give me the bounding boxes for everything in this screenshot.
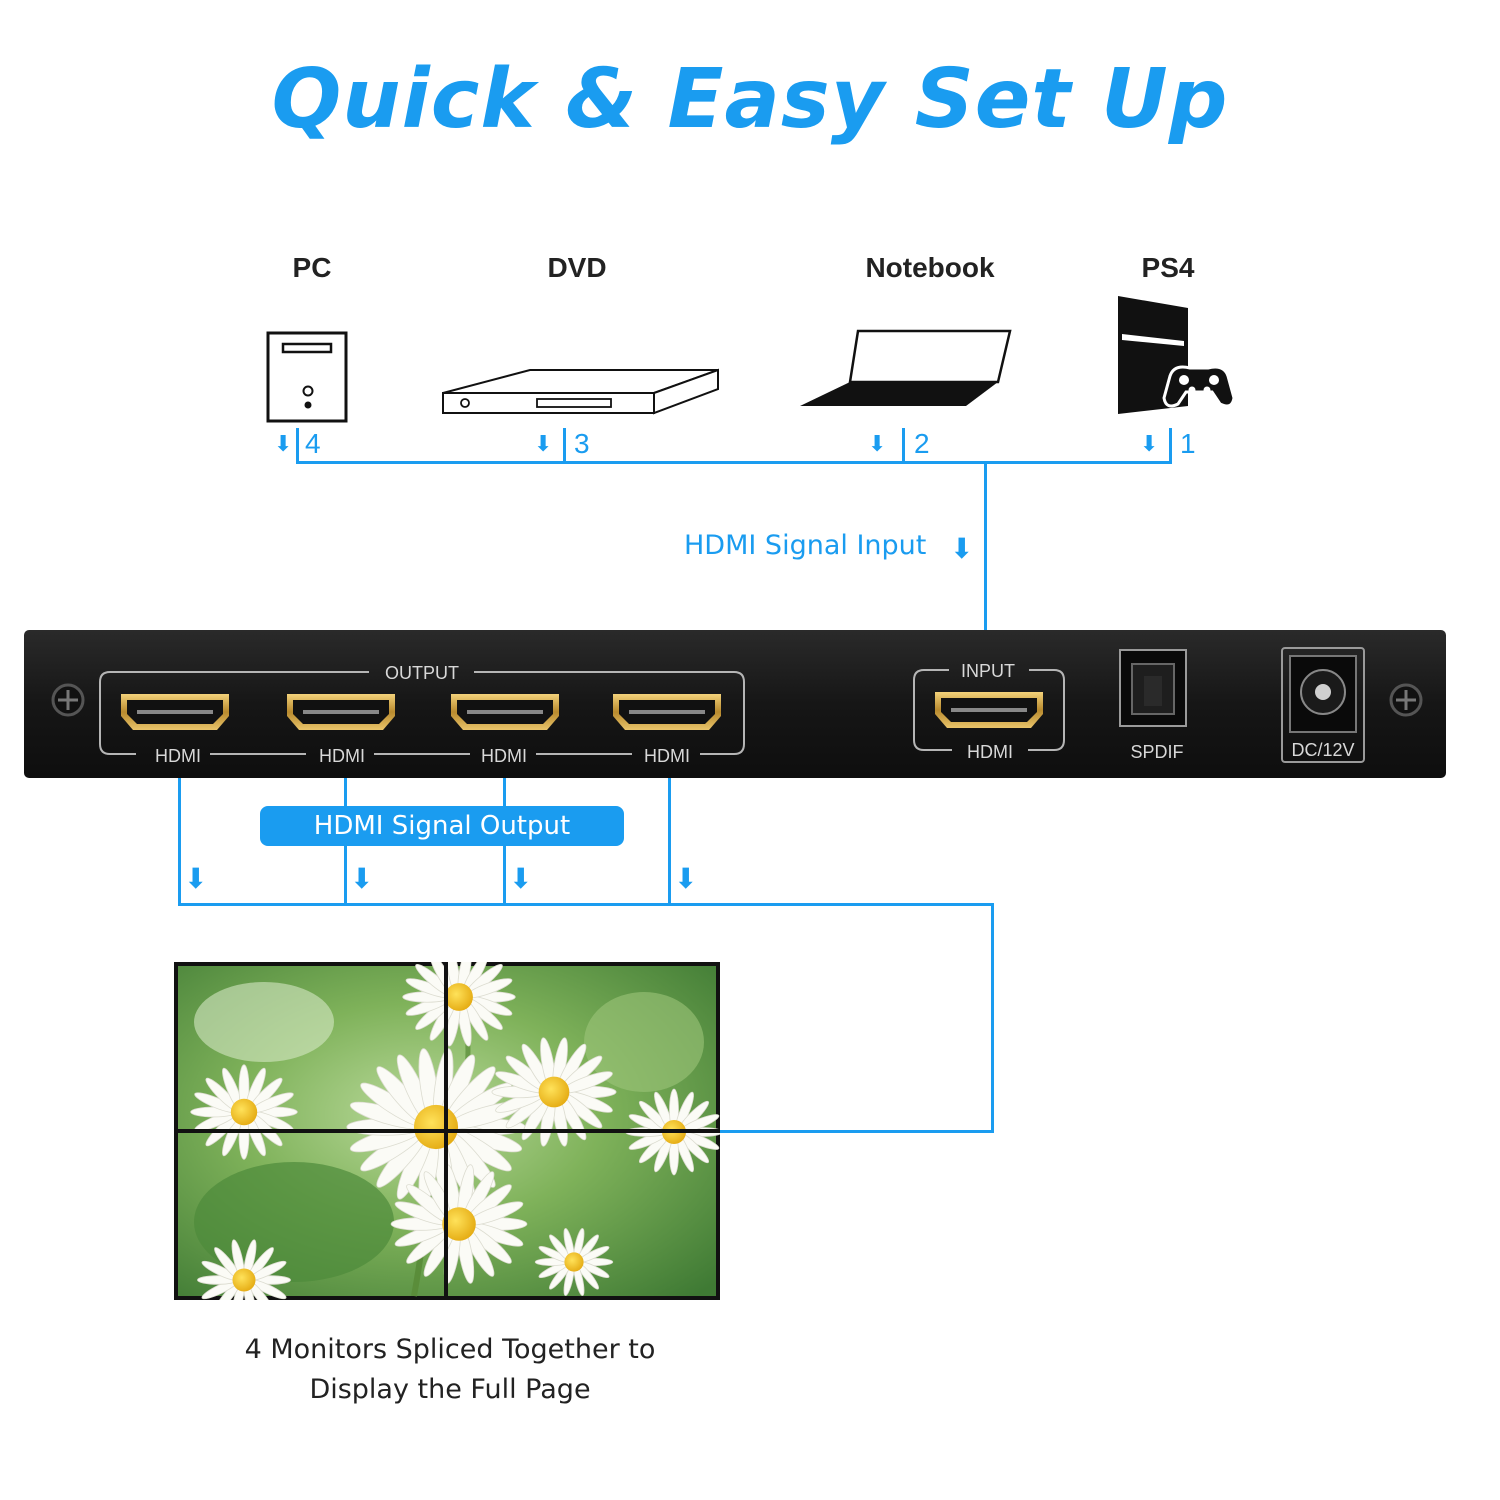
hdmi-port-icon xyxy=(287,694,395,730)
dc-power-jack-icon xyxy=(1281,647,1365,763)
video-wall-display xyxy=(174,962,720,1300)
output-port-label-3: HDMI xyxy=(481,746,527,766)
hdmi-port-icon xyxy=(121,694,229,730)
screw-icon xyxy=(1389,683,1423,717)
laptop-icon xyxy=(800,329,1012,406)
power-label: DC/12V xyxy=(1291,740,1354,760)
ps4-console-icon xyxy=(1118,296,1236,414)
signal-output-badge: HDMI Signal Output xyxy=(260,806,624,846)
hdmi-port-icon xyxy=(935,692,1043,728)
spdif-port-icon xyxy=(1119,649,1187,727)
caption-line-1: 4 Monitors Spliced Together to xyxy=(244,1334,656,1365)
output-line-4 xyxy=(668,778,671,906)
output-port-label-1: HDMI xyxy=(155,746,201,766)
page-title: Quick & Easy Set Up xyxy=(271,52,1229,147)
output-feed-line xyxy=(991,903,994,1133)
pc-tower-icon xyxy=(266,331,348,423)
input-bus-line xyxy=(296,461,1172,464)
screw-icon xyxy=(51,683,85,717)
arrow-down-icon: ⬇ xyxy=(274,432,293,457)
arrow-down-icon: ⬇ xyxy=(674,862,698,895)
arrow-down-icon: ⬇ xyxy=(184,862,208,895)
connector-line xyxy=(1169,428,1172,464)
hdmi-splitter-device: OUTPUT HDMI HDMI HDMI HDMI INPUT HDMI SP… xyxy=(24,630,1446,778)
source-label-notebook: Notebook xyxy=(865,252,995,283)
connector-line xyxy=(296,428,299,464)
output-group-label: OUTPUT xyxy=(385,663,459,683)
connector-line xyxy=(563,428,566,464)
input-feed-line xyxy=(984,461,987,666)
arrow-down-icon: ⬇ xyxy=(534,432,553,457)
hdmi-port-icon xyxy=(451,694,559,730)
connector-line xyxy=(902,428,905,464)
source-label-dvd: DVD xyxy=(547,252,607,283)
signal-input-label: HDMI Signal Input xyxy=(684,530,927,561)
port-number-4: 4 xyxy=(305,428,321,459)
source-label-pc: PC xyxy=(292,252,332,283)
arrow-down-icon: ⬇ xyxy=(509,862,533,895)
dvd-player-icon xyxy=(442,368,719,415)
output-port-label-4: HDMI xyxy=(644,746,690,766)
arrow-down-icon: ⬇ xyxy=(868,432,887,457)
monitor-feed-line xyxy=(716,1130,994,1133)
arrow-down-icon: ⬇ xyxy=(350,862,374,895)
input-group-label: INPUT xyxy=(961,661,1015,681)
source-label-ps4: PS4 xyxy=(1141,252,1195,283)
arrow-down-icon: ⬇ xyxy=(950,532,974,565)
arrow-down-icon: ⬇ xyxy=(1140,432,1159,457)
output-port-label-2: HDMI xyxy=(319,746,365,766)
caption-line-2: Display the Full Page xyxy=(309,1374,591,1405)
port-number-1: 1 xyxy=(1180,428,1196,459)
output-bus-line xyxy=(178,903,994,906)
caption: 4 Monitors Spliced Together to Display t… xyxy=(180,1330,720,1410)
output-line-1 xyxy=(178,778,181,906)
port-number-2: 2 xyxy=(914,428,930,459)
spdif-label: SPDIF xyxy=(1130,742,1183,762)
port-number-3: 3 xyxy=(574,428,590,459)
hdmi-port-icon xyxy=(613,694,721,730)
input-port-label: HDMI xyxy=(967,742,1013,762)
